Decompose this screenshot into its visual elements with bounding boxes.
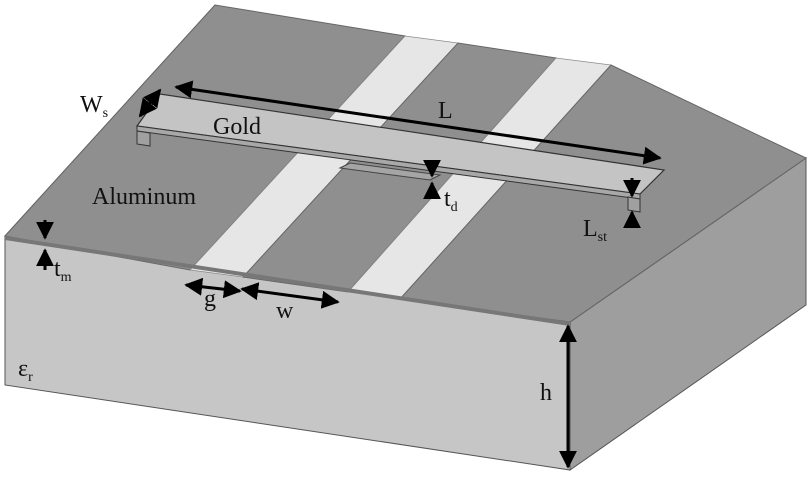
label-g: g: [204, 286, 216, 312]
label-h: h: [540, 380, 552, 406]
label-Lst: Lst: [583, 216, 607, 245]
Ws-arrow: [138, 88, 162, 118]
label-tm: tm: [54, 256, 72, 285]
gold-post-left: [136, 130, 151, 147]
label-L: L: [438, 98, 453, 124]
label-epsilon-r: εr: [18, 356, 33, 385]
L-arrow: [174, 80, 662, 165]
metal-thickness-edge: [5, 236, 570, 326]
label-w: w: [276, 298, 294, 324]
g-arrow: [184, 277, 242, 299]
w-arrow: [240, 282, 340, 309]
label-td: td: [444, 186, 458, 215]
label-Ws: Ws: [80, 92, 108, 121]
label-aluminum: Aluminum: [92, 184, 196, 210]
label-gold: Gold: [213, 114, 261, 140]
dimension-arrows: [36, 80, 662, 469]
gold-post-right: [627, 196, 641, 213]
